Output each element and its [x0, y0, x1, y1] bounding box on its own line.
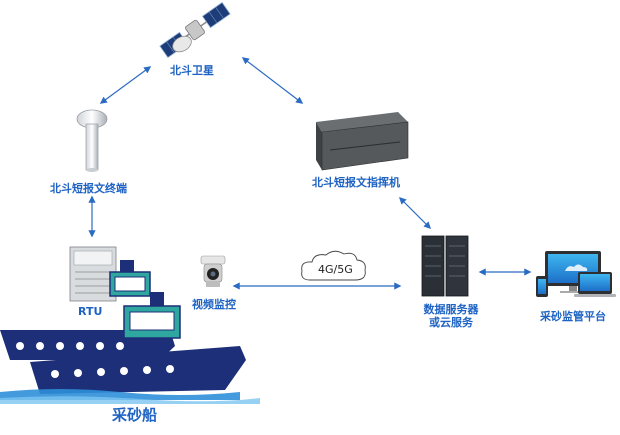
platform-devices-icon	[536, 251, 616, 297]
label-beidou-terminal: 北斗短报文终端	[50, 182, 127, 195]
network-cloud-icon	[301, 250, 366, 281]
server-rack-icon	[421, 235, 469, 297]
video-camera-icon	[200, 255, 226, 287]
label-satellite: 北斗卫星	[170, 64, 214, 77]
label-server-line2: 或云服务	[429, 316, 473, 329]
arrow-commander-server	[398, 196, 432, 230]
sand-ship-icon	[0, 260, 260, 404]
label-server-line1: 数据服务器	[423, 303, 479, 316]
arrow-satellite-terminal	[99, 66, 152, 104]
label-video-monitor: 视频监控	[192, 298, 236, 311]
label-platform: 采砂监管平台	[540, 310, 606, 323]
label-server: 数据服务器 或云服务	[416, 303, 486, 329]
command-machine-icon	[316, 112, 409, 171]
satellite-icon	[159, 1, 231, 59]
beidou-terminal-icon	[76, 109, 108, 172]
connections	[88, 57, 532, 290]
rtu-cabinet-icon	[69, 246, 117, 302]
label-command-machine: 北斗短报文指挥机	[312, 176, 400, 189]
network-badge-label: 4G/5G	[318, 263, 353, 276]
label-rtu: RTU	[78, 305, 103, 318]
arrow-satellite-commander	[241, 57, 304, 104]
label-sand-ship: 采砂船	[112, 406, 158, 424]
